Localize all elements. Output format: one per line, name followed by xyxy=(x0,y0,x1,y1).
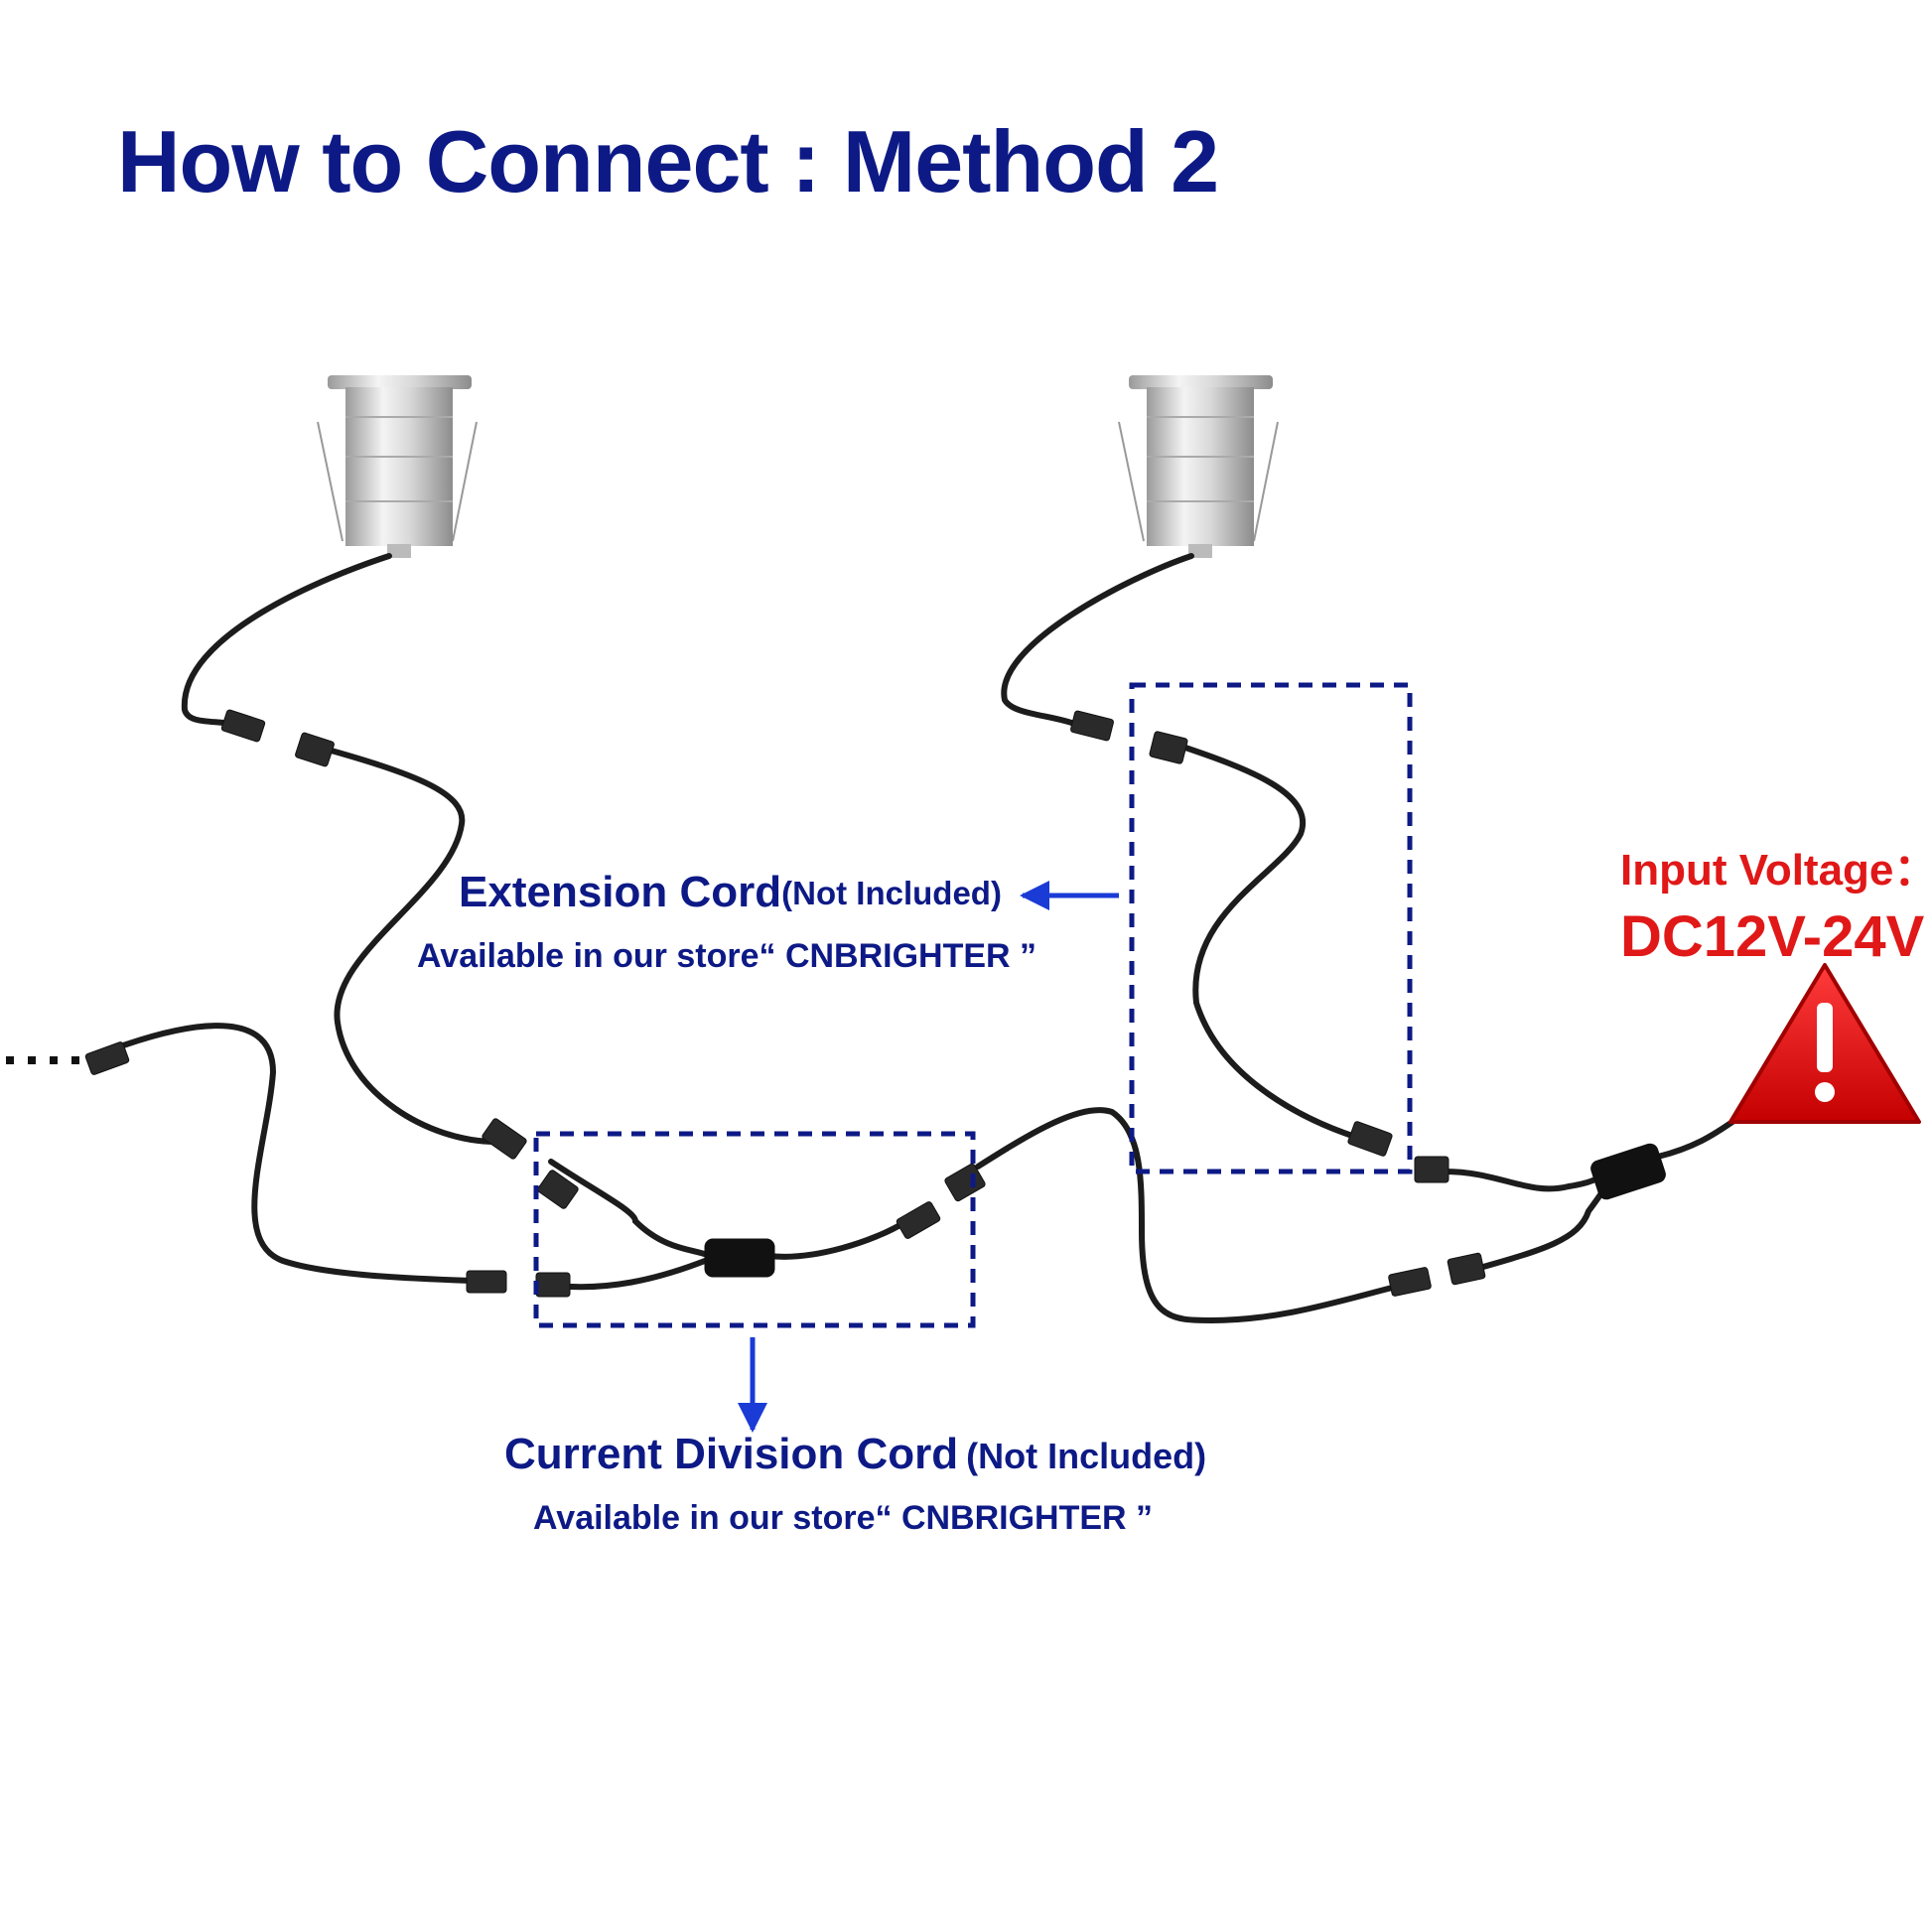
lamp-right xyxy=(1118,375,1279,558)
left-feed-to-splitter xyxy=(553,1256,713,1291)
lamp-left xyxy=(317,375,478,558)
extension-cord-note: (Not Included) xyxy=(781,875,1002,911)
connector xyxy=(1149,731,1188,764)
connector xyxy=(944,1163,986,1202)
connector xyxy=(1070,710,1114,742)
connector xyxy=(466,1270,507,1294)
connector xyxy=(896,1201,941,1239)
warning-icon xyxy=(1728,963,1921,1124)
mid-to-psu xyxy=(1466,1176,1616,1274)
connector xyxy=(1447,1252,1486,1286)
extension-cable-right xyxy=(1173,742,1358,1140)
input-voltage-label: Input Voltage： xyxy=(1620,846,1932,895)
division-cord-availability: Available in our store“ CNBRIGHTER ” xyxy=(533,1499,1154,1537)
connector xyxy=(1388,1267,1432,1297)
connector xyxy=(1414,1156,1449,1183)
splitter-box-right xyxy=(1590,1143,1666,1200)
connector xyxy=(1347,1121,1393,1157)
connector xyxy=(84,1041,130,1075)
extension-cable-left xyxy=(325,747,499,1145)
splitter-box-left xyxy=(704,1238,775,1278)
connector xyxy=(482,1118,527,1160)
continuation-dots xyxy=(6,1056,79,1064)
extension-cord-title: Extension Cord xyxy=(459,868,782,916)
input-voltage-value: DC12V-24V xyxy=(1620,904,1925,969)
division-cord-label: Current Division Cord(Not Included) xyxy=(504,1430,1206,1479)
connector xyxy=(220,709,266,743)
psu-to-source xyxy=(1655,1119,1735,1160)
lamp1-cable xyxy=(181,553,392,728)
connectors xyxy=(84,709,1666,1298)
connector xyxy=(537,1170,579,1209)
splitter-right xyxy=(766,1220,906,1260)
page-title: How to Connect : Method 2 xyxy=(117,112,1219,210)
extension-cord-availability: Available in our store“ CNBRIGHTER ” xyxy=(417,937,1037,975)
division-cord-title: Current Division Cord xyxy=(504,1430,959,1478)
current-division-cord-box xyxy=(533,1131,976,1328)
lamp2-cable xyxy=(1001,553,1194,728)
ext-to-psu xyxy=(1442,1169,1601,1192)
left-feed xyxy=(88,1023,475,1284)
connector xyxy=(295,732,335,767)
splitter-to-mid xyxy=(975,1107,1403,1324)
lamp1-to-splitter xyxy=(548,1159,713,1259)
connector xyxy=(535,1272,571,1298)
cables xyxy=(88,553,1735,1324)
division-cord-note: (Not Included) xyxy=(966,1436,1207,1476)
extension-cord-label: Extension Cord(Not Included) xyxy=(459,868,1002,917)
